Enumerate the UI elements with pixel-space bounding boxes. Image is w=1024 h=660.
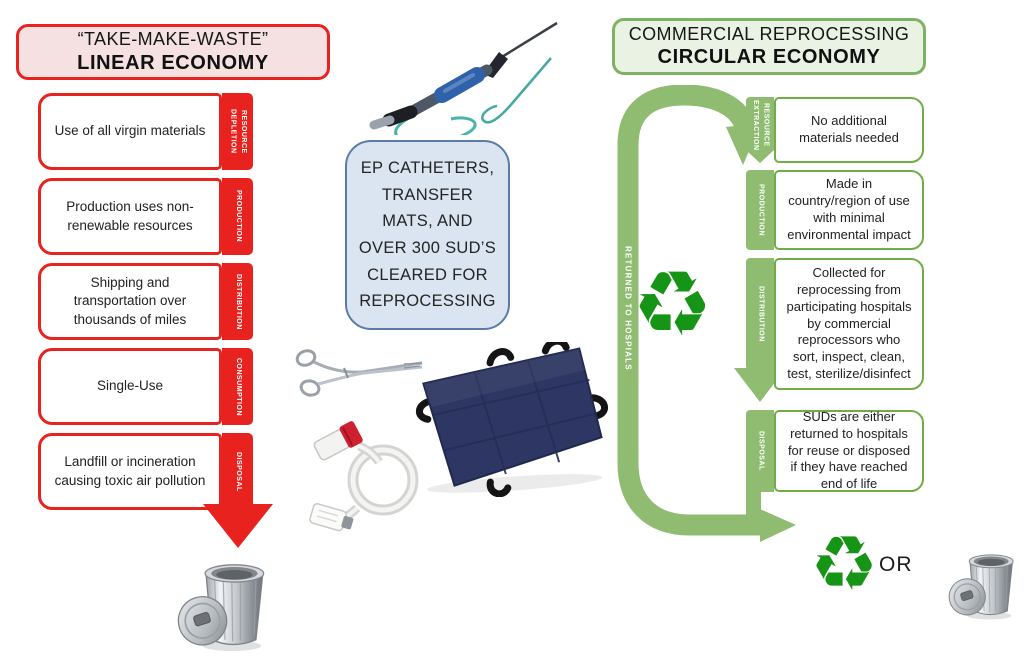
trash-can-icon — [944, 536, 1024, 628]
circular-economy-title: COMMERCIAL REPROCESSING CIRCULAR ECONOMY — [612, 18, 926, 75]
circular-stage-box: Made in country/region of use with minim… — [774, 170, 924, 250]
circular-stage-box: SUDs are either returned to hospitals fo… — [774, 409, 924, 492]
linear-economy-title-line1: “TAKE-MAKE-WASTE” — [77, 29, 269, 50]
circular-stage-tag: RESOURCE EXTRACTION — [746, 97, 774, 163]
surgical-forceps-image — [295, 349, 423, 397]
callout-line: REPROCESSING — [359, 292, 496, 311]
linear-stage-tag: DISPOSAL — [222, 433, 253, 510]
trash-can-icon — [160, 545, 295, 657]
callout-line: EP CATHETERS, — [360, 158, 495, 177]
linear-stage-tag: CONSUMPTION — [222, 348, 253, 425]
linear-stage-box: Single-Use — [38, 348, 222, 425]
recycle-icon: ♻ — [632, 252, 713, 357]
pulse-oximeter-cable-image — [309, 421, 419, 532]
down-arrow-icon — [203, 504, 273, 548]
loop-label: RETURNED TO HOSPIALS — [623, 245, 633, 371]
disposal-connector — [746, 483, 761, 519]
or-label: OR — [879, 553, 913, 576]
linear-economy-title: “TAKE-MAKE-WASTE” LINEAR ECONOMY — [16, 24, 330, 80]
linear-stage-box: Shipping and transportation over thousan… — [38, 263, 222, 340]
circular-stage-tag: DISTRIBUTION — [746, 258, 774, 370]
callout-line: MATS, AND — [382, 212, 473, 231]
linear-stage-tag: PRODUCTION — [222, 178, 253, 255]
linear-stage-tag: RESOURCE DEPLETION — [222, 93, 253, 170]
circular-economy-title-line1: COMMERCIAL REPROCESSING — [628, 23, 910, 44]
circular-stage-tag: PRODUCTION — [746, 170, 774, 250]
circular-economy-title-line2: CIRCULAR ECONOMY — [657, 46, 881, 69]
linear-economy-title-line2: LINEAR ECONOMY — [77, 51, 269, 74]
loop-arrowhead-right — [760, 509, 796, 542]
callout-line: CLEARED FOR — [367, 265, 488, 284]
circular-stage-tag: DISPOSAL — [746, 410, 774, 492]
callout-line: TRANSFER — [381, 185, 474, 204]
linear-stage-box: Use of all virgin materials — [38, 93, 222, 170]
recycle-icon: ♻ — [810, 519, 879, 608]
circular-stage-box: Collected for reprocessing from particip… — [774, 258, 924, 390]
linear-stage-box: Landfill or incineration causing toxic a… — [38, 433, 222, 510]
linear-stage-box: Production uses non-renewable resources — [38, 178, 222, 255]
cleared-devices-callout: EP CATHETERS, TRANSFER MATS, AND OVER 30… — [345, 140, 510, 330]
circular-stage-box: No additional materials needed — [774, 97, 924, 163]
ep-catheter-image — [369, 21, 558, 135]
callout-line: OVER 300 SUD’S — [358, 239, 497, 257]
linear-stage-tag: DISTRIBUTION — [222, 263, 253, 340]
transfer-mat-image — [415, 342, 608, 497]
